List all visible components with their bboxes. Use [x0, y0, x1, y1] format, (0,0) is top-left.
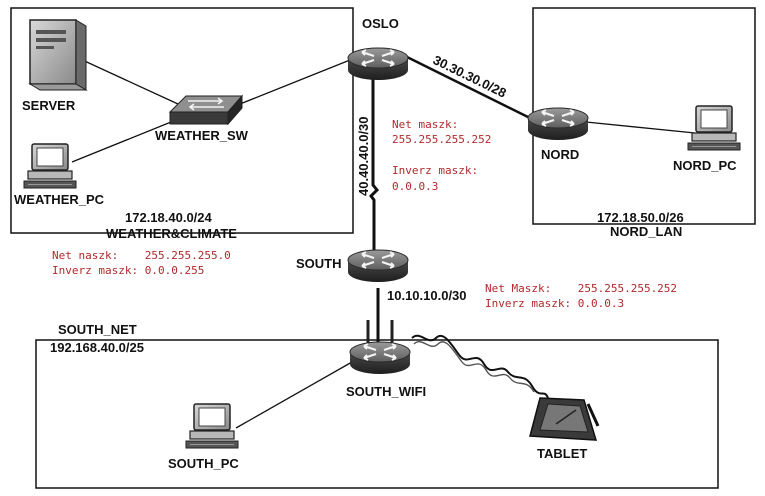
- oslo-south-mask-value: 255.255.255.252: [392, 133, 491, 146]
- south-wifi-link-label: 10.10.10.0/30: [387, 288, 467, 303]
- weather-pc-icon[interactable]: [23, 143, 77, 189]
- links: [71, 54, 696, 429]
- weather-mask-annotation: Net naszk: 255.255.255.0: [52, 249, 231, 262]
- south-mask-annotation: Net Maszk: 255.255.255.252: [485, 282, 677, 295]
- link-switch-oslo: [239, 59, 351, 105]
- weather-pc-label: WEATHER_PC: [14, 192, 105, 207]
- link-nord-nordpc: [585, 121, 696, 134]
- link-server-switch: [77, 57, 179, 105]
- link-oslo-south: [369, 76, 380, 252]
- weather-sw-label: WEATHER_SW: [155, 128, 249, 143]
- nord-router-icon[interactable]: [527, 107, 589, 141]
- south-pc-icon[interactable]: [185, 403, 239, 449]
- tablet-icon[interactable]: [529, 397, 600, 441]
- link-wifi-southpc: [235, 361, 353, 429]
- nord-net-address: 172.18.50.0/26: [597, 210, 684, 225]
- south-inverse-annotation: Inverz maszk: 0.0.0.3: [485, 297, 624, 310]
- oslo-nord-link-label: 30.30.30.0/28: [431, 52, 509, 100]
- south-wifi-router-icon[interactable]: [349, 320, 411, 375]
- nord-label: NORD: [541, 147, 579, 162]
- oslo-south-inverse-title: Inverz maszk:: [392, 164, 478, 177]
- south-net-address: 192.168.40.0/25: [50, 340, 144, 355]
- weather-net-address: 172.18.40.0/24: [125, 210, 213, 225]
- switch-icon[interactable]: [168, 94, 244, 126]
- oslo-south-inverse-value: 0.0.0.3: [392, 180, 438, 193]
- nord-pc-label: NORD_PC: [673, 158, 737, 173]
- nord-net-name: NORD_LAN: [610, 224, 682, 239]
- link-weatherpc-switch: [71, 119, 177, 163]
- oslo-south-link-label: 40.40.40.0/30: [356, 116, 371, 196]
- tablet-label: TABLET: [537, 446, 587, 461]
- nord-pc-icon[interactable]: [687, 105, 741, 151]
- oslo-south-mask-title: Net maszk:: [392, 118, 458, 131]
- weather-network-box: [10, 7, 354, 234]
- link-oslo-nord: [404, 54, 531, 120]
- south-pc-label: SOUTH_PC: [168, 456, 239, 471]
- weather-inverse-annotation: Inverz maszk: 0.0.0.255: [52, 264, 204, 277]
- server-label: SERVER: [22, 98, 76, 113]
- south-router-icon[interactable]: [347, 249, 409, 283]
- south-net-name: SOUTH_NET: [58, 322, 137, 337]
- oslo-label: OSLO: [362, 16, 399, 31]
- weather-net-name: WEATHER&CLIMATE: [106, 226, 237, 241]
- south-wifi-label: SOUTH_WIFI: [346, 384, 426, 399]
- oslo-router-icon[interactable]: [347, 47, 409, 81]
- link-wifi-tablet: [411, 334, 549, 399]
- south-label: SOUTH: [296, 256, 342, 271]
- server-icon[interactable]: [28, 19, 88, 91]
